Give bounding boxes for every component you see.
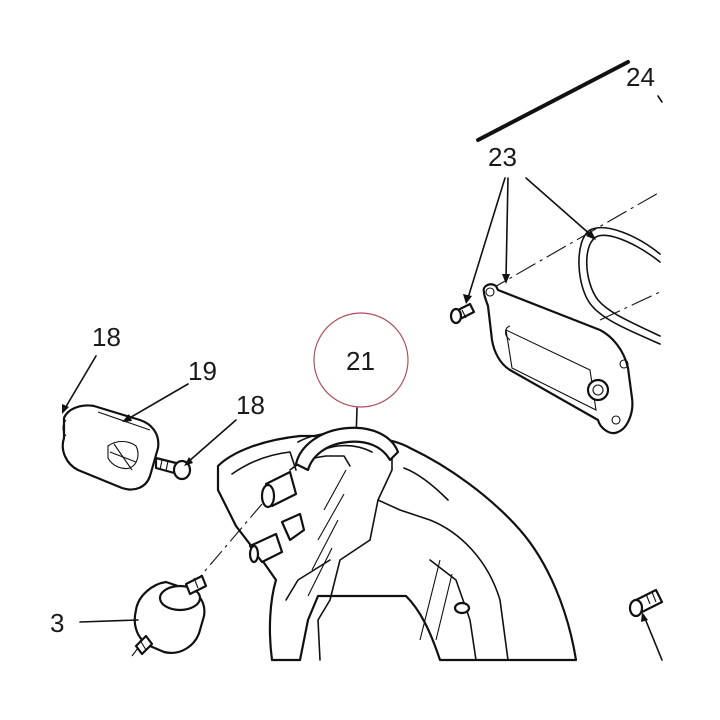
part-18-screw [154, 456, 192, 481]
callout-label-19[interactable]: 19 [188, 356, 217, 386]
callout-label-23[interactable]: 23 [488, 142, 517, 172]
leader-line-18-mid [184, 419, 237, 466]
part-21-bracket [294, 426, 400, 472]
center-axis-lines [485, 191, 661, 321]
part-23-screw [449, 302, 476, 325]
callout-label-18-top[interactable]: 18 [92, 322, 121, 352]
part-23-gasket [578, 226, 661, 345]
part-19-damper [61, 404, 160, 491]
rubber-mount [131, 574, 208, 657]
callout-label-21[interactable]: 21 [346, 346, 375, 376]
callout-label-24[interactable]: 24 [626, 62, 655, 92]
bottom-right-screw [628, 588, 664, 618]
leader-line-24 [657, 95, 663, 103]
part-24-strip [476, 60, 630, 142]
leader-lines-23 [463, 177, 596, 304]
callout-label-partial[interactable]: 3 [50, 608, 64, 638]
leader-line-partial [79, 619, 139, 623]
part-23-cover-plate [482, 283, 634, 435]
internal-connector [248, 470, 306, 564]
leader-line-19 [122, 383, 189, 422]
callout-label-18-mid[interactable]: 18 [236, 390, 265, 420]
leader-line-18-top [62, 355, 97, 414]
leader-line-bottom-right [641, 612, 663, 661]
highlight-circle-21[interactable] [313, 312, 409, 408]
